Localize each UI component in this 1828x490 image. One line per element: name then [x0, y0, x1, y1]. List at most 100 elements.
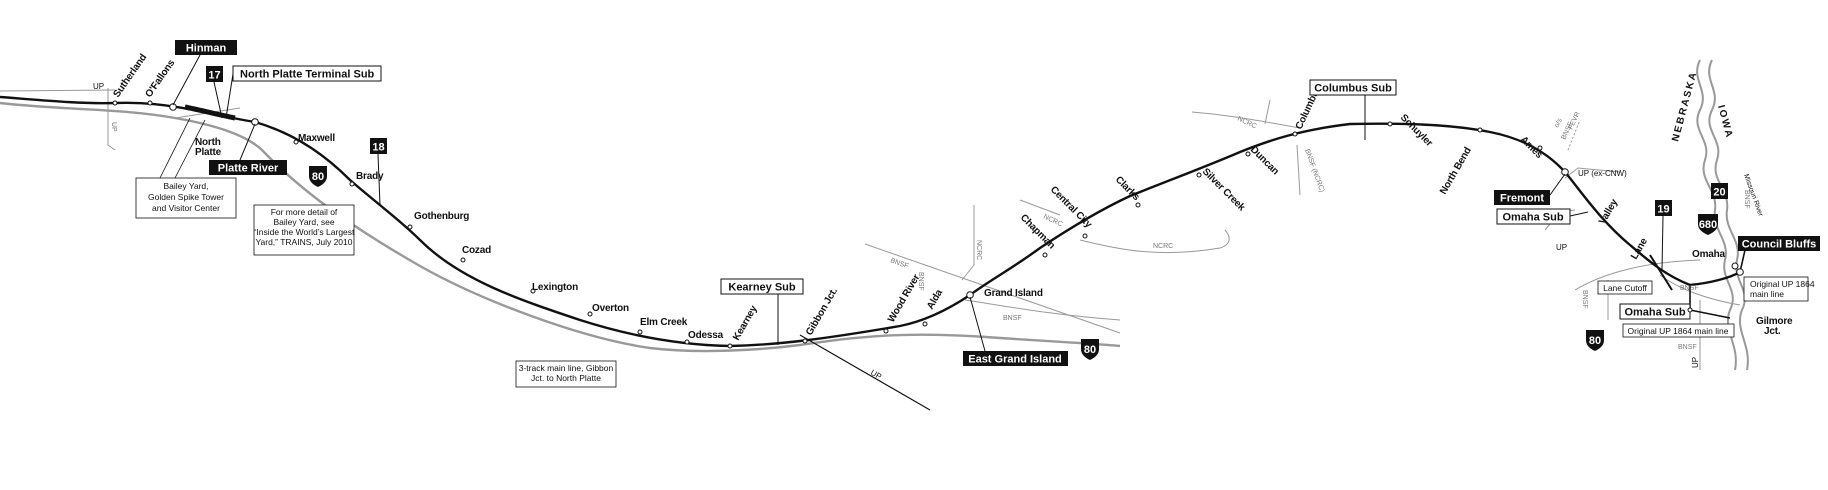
junction-dot: [251, 118, 259, 126]
station-dot: [293, 139, 299, 145]
lane-cutoff-line: [1649, 254, 1673, 291]
mark-bnsf-2: BNSF: [917, 272, 924, 291]
council-bluffs-box: [1738, 236, 1820, 251]
station-brady: Brady: [356, 171, 384, 182]
station-valley: Valley: [1597, 197, 1620, 227]
platte-river-box: [209, 160, 287, 175]
state-nebraska: NEBRASKA: [1670, 70, 1699, 143]
platte-river-leader: [239, 123, 256, 161]
station-dot: [112, 100, 118, 106]
station-clarks: Clarks: [1113, 174, 1142, 203]
station-dot: [1196, 172, 1202, 178]
mark-up-west: UP: [93, 82, 104, 91]
omaha-sub-box-1: [1496, 208, 1571, 225]
svg-text:80: 80: [312, 171, 324, 183]
hinman-label: Hinman: [186, 43, 227, 55]
up-main-line: [0, 95, 1741, 348]
mark-bnsf-8: BNSF: [1743, 190, 1750, 209]
mark-bnsf-6: BNSF: [1581, 290, 1588, 309]
i80-shield-b: 80: [1081, 339, 1099, 360]
up-gibbon-line: [799, 334, 931, 411]
station-north-platte-1: North: [195, 137, 221, 148]
station-schuyler: Schuyler: [1398, 112, 1435, 149]
three-track-line-1: 3-track main line, Gibbon: [519, 363, 614, 373]
platte-river-label: Platte River: [218, 163, 279, 175]
station-dot: [922, 321, 928, 327]
columbus-sub-box: [1309, 79, 1397, 96]
original-1864-box-a: [1743, 276, 1809, 302]
kearney-sub-box: [720, 278, 804, 295]
station-north-platte-2: Platte: [195, 147, 222, 158]
fremont-box: [1494, 190, 1550, 205]
columbus-sub-label: Columbus Sub: [1314, 83, 1392, 95]
bailey-note-line-2: Golden Spike Tower: [148, 192, 224, 202]
mark-bnsf-7: BNSF: [1678, 344, 1697, 351]
station-gilmore-1: Gilmore: [1756, 316, 1793, 327]
north-platte-terminal-sub-box: [232, 65, 382, 82]
station-wood-river: Wood River: [886, 273, 922, 325]
junction-dot: [169, 103, 177, 111]
black-labels: Hinman Platte River East Grand Island Fr…: [172, 40, 1820, 366]
kearney-sub-label: Kearney Sub: [728, 282, 796, 294]
station-dot: [587, 311, 593, 317]
station-dots: [112, 100, 1744, 349]
station-duncan: Duncan: [1248, 144, 1281, 177]
mark-up-south: UP: [1691, 357, 1700, 368]
station-dot: [883, 328, 889, 334]
east-grand-island-leader: [969, 296, 986, 352]
original-1864-box-b: [1622, 323, 1735, 338]
bailey-note-line-1: Bailey Yard,: [163, 181, 208, 191]
notes: Bailey Yard, Golden Spike Tower and Visi…: [135, 117, 1815, 388]
original-1864-a-line-2: main line: [1750, 289, 1784, 299]
station-gothenburg: Gothenburg: [414, 211, 469, 222]
station-maxwell: Maxwell: [298, 133, 335, 144]
more-detail-note-box: [253, 204, 355, 256]
station-dot: [802, 338, 808, 344]
mark-bnsf-3: BNSF: [1003, 315, 1022, 322]
station-cozad: Cozad: [462, 245, 491, 256]
mark-bnsf-1: BNSF: [889, 257, 909, 270]
i680-shield: 680: [1698, 214, 1718, 235]
station-dot: [637, 329, 643, 335]
svg-text:680: 680: [1699, 219, 1717, 231]
original-1864-b: Original UP 1864 main line: [1628, 326, 1729, 336]
station-dot: [349, 181, 355, 187]
station-gibbon-jct: Gibbon Jct.: [804, 286, 840, 338]
station-dot: [1082, 233, 1088, 239]
mark-ncrc-3: NCRC: [1153, 243, 1173, 250]
council-bluffs-junction-dot: [1731, 262, 1739, 270]
station-kearney: Kearney: [731, 303, 760, 342]
interstate-shields: 80 80 80 680: [309, 166, 1718, 360]
number-markers: 17 18 19 20: [206, 66, 1728, 271]
svg-text:80: 80: [1084, 344, 1096, 356]
three-track-line-2: Jct. to North Platte: [531, 373, 601, 383]
svg-text:80: 80: [1589, 335, 1601, 347]
station-dot: [1537, 145, 1543, 151]
marker-18: 18: [372, 142, 384, 154]
station-overton: Overton: [592, 303, 629, 314]
junction-dot: [1561, 168, 1569, 176]
marker-19-box: [1655, 200, 1672, 216]
more-detail-line-1: For more detail of: [271, 207, 338, 217]
station-silver-creek: Silver Creek: [1200, 166, 1247, 213]
more-detail-line-4: Yard,” TRAINS, July 2010: [255, 237, 352, 247]
station-lexington: Lexington: [532, 282, 578, 293]
hinman-leader: [172, 54, 201, 106]
marker-18-box: [370, 138, 387, 154]
council-bluffs-label: Council Bluffs: [1742, 239, 1817, 251]
omaha-sub-leader-1: [1569, 211, 1589, 217]
i80-shield-c: 80: [1586, 330, 1604, 351]
bailey-leader-1: [159, 117, 191, 179]
east-grand-island-box: [963, 351, 1068, 366]
fremont-leader: [1549, 173, 1566, 196]
mark-bnsf-ncrc: BNSF (NCRC): [1303, 148, 1325, 193]
north-platte-terminal-sub-label: North Platte Terminal Sub: [240, 69, 375, 81]
station-dot: [1245, 151, 1251, 157]
station-dot: [1135, 202, 1141, 208]
station-ofallons: O'Fallons: [143, 57, 177, 99]
junction-dot: [1736, 268, 1744, 276]
station-dot: [1042, 252, 1048, 258]
bailey-note-line-3: and Visitor Center: [152, 203, 220, 213]
mark-ncrc-4: NCRC: [1236, 115, 1257, 130]
